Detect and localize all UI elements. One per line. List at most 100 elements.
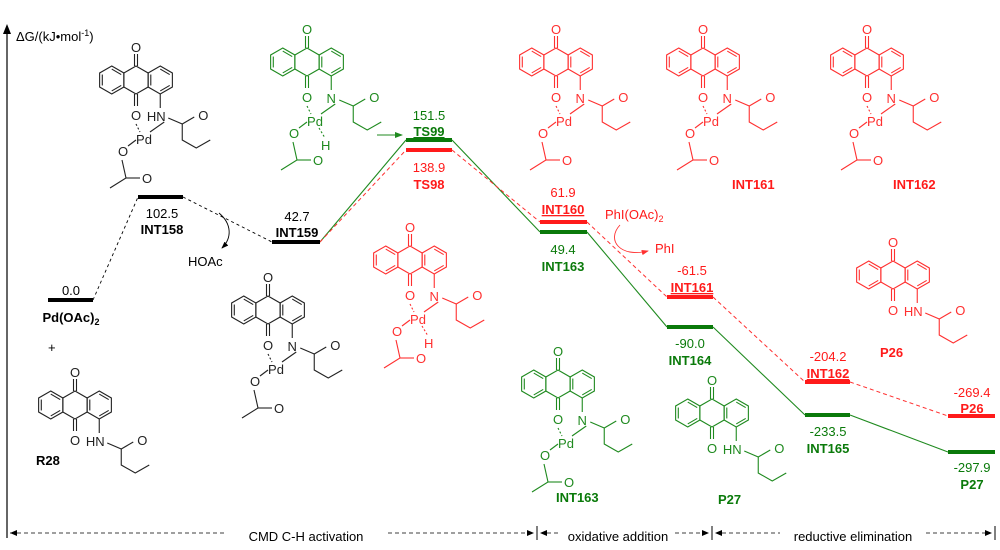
name-int163: INT163 (542, 259, 585, 274)
nitrogen-atom: N (288, 339, 297, 354)
label-int161-structure: INT161 (732, 177, 775, 192)
stage-label-cmd: CMD C-H activation (249, 529, 364, 544)
acetate-oxygen: O (118, 144, 128, 159)
acetate-oxygen: O (709, 153, 719, 168)
label-r28: R28 (36, 453, 60, 468)
amide-oxygen: O (472, 288, 482, 303)
energy-int164: -90.0 (675, 336, 705, 351)
acetate-oxygen: O (540, 448, 550, 463)
hydrogen-atom: H (424, 336, 433, 351)
carbonyl-oxygen: O (302, 90, 312, 105)
nitrogen-atom: N (430, 289, 439, 304)
acetate-oxygen: O (313, 153, 323, 168)
energy-int161: -61.5 (677, 263, 707, 278)
energy-int158: 102.5 (146, 206, 179, 221)
connectors-black (92, 196, 273, 301)
carbonyl-oxygen: O (70, 433, 80, 448)
carbonyl-oxygen: O (405, 220, 415, 235)
name-p26: P26 (960, 401, 983, 416)
energy-p26: -269.4 (954, 385, 991, 400)
carbonyl-oxygen: O (551, 22, 561, 37)
acetate-oxygen: O (416, 351, 426, 366)
carbonyl-oxygen: O (698, 22, 708, 37)
carbonyl-oxygen: O (862, 22, 872, 37)
carbonyl-oxygen: O (131, 40, 141, 55)
carbonyl-oxygen: O (551, 90, 561, 105)
carbonyl-oxygen: O (888, 303, 898, 318)
energy-int163: 49.4 (550, 242, 575, 257)
hydrogen-atom: H (321, 138, 330, 153)
name-int161: INT161 (671, 280, 714, 295)
energy-ts98: 138.9 (413, 160, 446, 175)
palladium-atom: Pd (268, 362, 284, 377)
name-pd-oac2: Pd(OAc)2 (42, 310, 99, 327)
name-int164: INT164 (669, 353, 712, 368)
carbonyl-oxygen: O (131, 108, 141, 123)
nitrogen-atom: N (887, 91, 896, 106)
carbonyl-oxygen: O (553, 344, 563, 359)
name-int158: INT158 (141, 222, 184, 237)
levels (48, 138, 995, 454)
carbonyl-oxygen: O (862, 90, 872, 105)
nitrogen-atom: N (578, 413, 587, 428)
name-p27: P27 (960, 477, 983, 492)
structure-p26: O O HN O (856, 235, 968, 344)
connectors-red (319, 149, 949, 417)
acetate-oxygen: O (685, 126, 695, 141)
amide-oxygen: O (618, 90, 628, 105)
nitrogen-atom: HN (904, 304, 923, 319)
name-ts99: TS99 (413, 124, 444, 139)
amide-oxygen: O (765, 90, 775, 105)
acetate-oxygen: O (538, 126, 548, 141)
stage-label-oxidative-addition: oxidative addition (568, 529, 668, 544)
name-ts98: TS98 (413, 177, 444, 192)
energy-int160: 61.9 (550, 185, 575, 200)
carbonyl-oxygen: O (707, 441, 717, 456)
phi-oac2-reagent: PhI(OAc)2 (605, 207, 663, 224)
acetate-oxygen: O (392, 324, 402, 339)
nitrogen-atom: HN (723, 442, 742, 457)
energy-ts99: 151.5 (413, 108, 446, 123)
amide-oxygen: O (620, 412, 630, 427)
energy-p27: -297.9 (954, 460, 991, 475)
carbonyl-oxygen: O (707, 373, 717, 388)
energy-int159: 42.7 (284, 209, 309, 224)
amide-oxygen: O (955, 303, 965, 318)
acetate-oxygen: O (289, 126, 299, 141)
carbonyl-oxygen: O (70, 365, 80, 380)
acetate-oxygen: O (849, 126, 859, 141)
label-int163-structure: INT163 (556, 490, 599, 505)
y-axis-arrow-icon (3, 24, 11, 34)
plus-sign: + (48, 340, 56, 355)
carbonyl-oxygen: O (263, 338, 273, 353)
acetate-oxygen: O (564, 475, 574, 490)
label-p26-structure: P26 (880, 345, 903, 360)
acetate-oxygen: O (274, 401, 284, 416)
stage-brackets (10, 526, 996, 540)
hoac-release-arrow (218, 212, 230, 249)
amide-oxygen: O (774, 441, 784, 456)
hoac-byproduct: HOAc (188, 254, 223, 269)
label-p27-structure: P27 (718, 492, 741, 507)
amide-oxygen: O (330, 338, 340, 353)
carbonyl-oxygen: O (888, 235, 898, 250)
palladium-atom: Pd (556, 114, 572, 129)
acetate-oxygen: O (562, 153, 572, 168)
acetate-oxygen: O (250, 374, 260, 389)
nitrogen-atom: N (576, 91, 585, 106)
nitrogen-atom: HN (147, 109, 166, 124)
label-int162-structure: INT162 (893, 177, 936, 192)
name-int165: INT165 (807, 441, 850, 456)
amide-oxygen: O (137, 433, 147, 448)
nitrogen-atom: N (723, 91, 732, 106)
name-int160: INT160 (542, 202, 585, 217)
amide-oxygen: O (198, 108, 208, 123)
